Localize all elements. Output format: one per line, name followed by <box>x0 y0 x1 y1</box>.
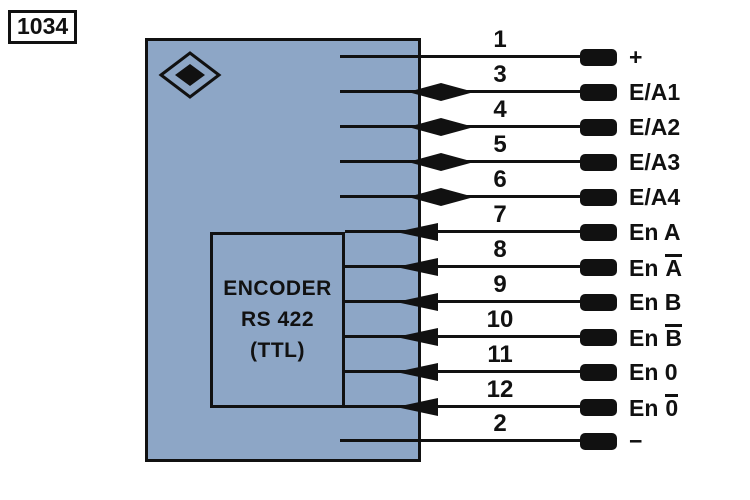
terminal-block <box>580 84 617 101</box>
terminal-block <box>580 259 617 276</box>
pin-number: 1 <box>493 26 507 53</box>
terminal-block <box>580 364 617 381</box>
figure-number-badge: 1034 <box>8 10 78 44</box>
pin-number: 10 <box>486 306 514 333</box>
pin-number: 9 <box>493 271 507 298</box>
signal-label: En 0 <box>629 359 678 385</box>
signal-label: − <box>629 428 643 454</box>
device-body <box>145 38 421 462</box>
encoder-box-line3: (TTL) <box>250 339 305 362</box>
pin-number: 5 <box>493 131 507 158</box>
signal-label: E/A4 <box>629 184 681 210</box>
left-arrow-icon <box>396 363 438 386</box>
terminal-block <box>580 119 617 136</box>
signal-label: + <box>629 44 643 70</box>
terminal-block <box>580 399 617 416</box>
pin-number: 11 <box>487 341 513 368</box>
terminal-block <box>580 294 617 311</box>
bidirectional-arrow-icon <box>408 188 474 211</box>
bidirectional-arrow-icon <box>408 83 474 106</box>
left-arrow-icon <box>396 223 438 246</box>
bidirectional-arrow-icon <box>408 153 474 176</box>
terminal-block <box>580 154 617 171</box>
terminal-block <box>580 433 617 450</box>
wire <box>345 405 583 408</box>
terminal-block <box>580 224 617 241</box>
wire <box>345 335 583 338</box>
terminal-block <box>580 189 617 206</box>
left-arrow-icon <box>396 328 438 351</box>
pin-number: 7 <box>493 201 507 228</box>
manufacturer-logo-icon <box>158 50 222 105</box>
bidirectional-arrow-icon <box>408 118 474 141</box>
pin-number: 4 <box>493 96 507 123</box>
left-arrow-icon <box>396 258 438 281</box>
left-arrow-icon <box>396 293 438 316</box>
signal-label: En B <box>629 289 682 315</box>
pin-number: 12 <box>486 376 514 403</box>
wire <box>340 439 583 442</box>
encoder-box-line1: ENCODER <box>223 277 332 300</box>
encoder-box-line2: RS 422 <box>240 308 315 331</box>
signal-label: En A <box>629 219 681 245</box>
pin-number: 6 <box>493 166 507 193</box>
terminal-block <box>580 49 617 66</box>
left-arrow-icon <box>396 398 438 421</box>
wire <box>345 230 583 233</box>
terminal-block <box>580 329 617 346</box>
wire <box>340 55 583 58</box>
wire <box>345 265 583 268</box>
pin-number: 2 <box>493 410 507 437</box>
wire <box>345 370 583 373</box>
signal-label: E/A3 <box>629 149 681 175</box>
pin-number: 3 <box>493 61 507 88</box>
wire <box>345 300 583 303</box>
pin-number: 8 <box>493 236 507 263</box>
signal-label: E/A1 <box>629 79 681 105</box>
signal-label: E/A2 <box>629 114 681 140</box>
encoder-box: ENCODER RS 422 (TTL) <box>210 232 345 408</box>
